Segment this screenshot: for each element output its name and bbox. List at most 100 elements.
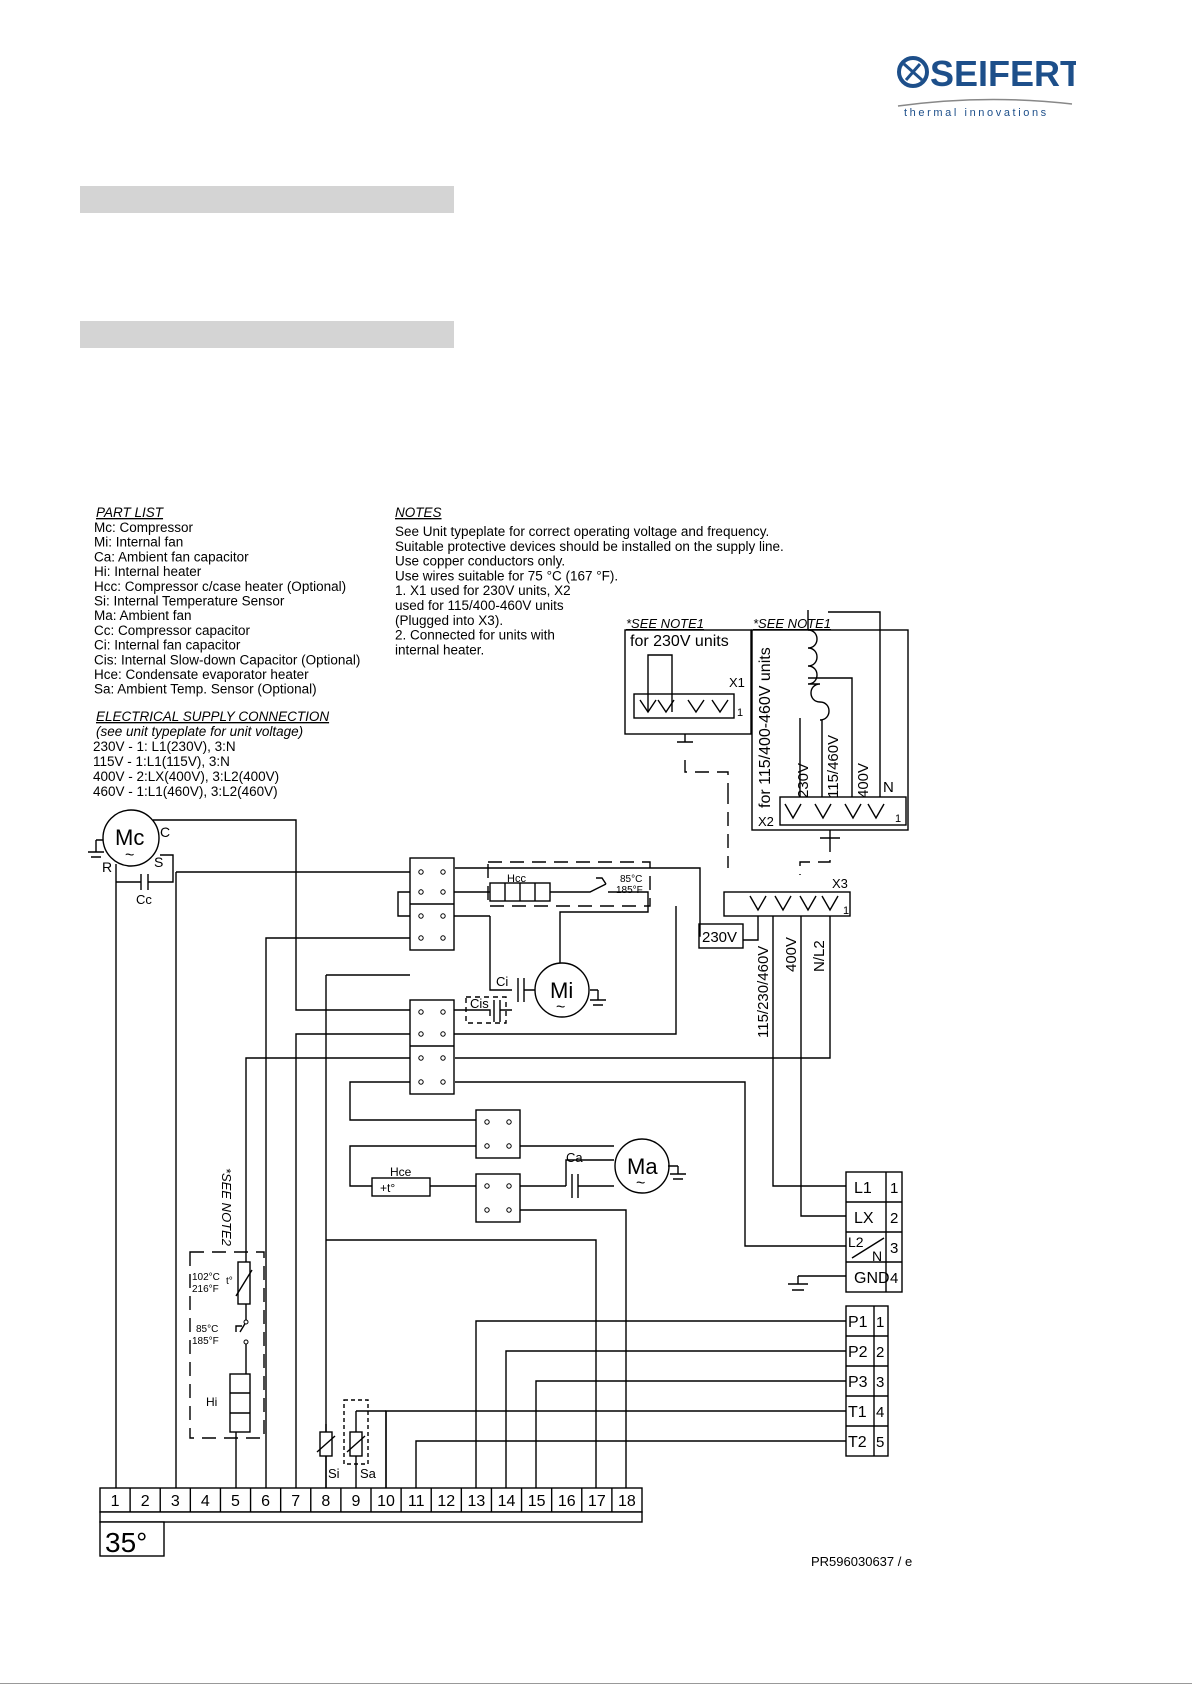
- x3-label: X3: [832, 876, 848, 891]
- signal-terminal-label: P3: [848, 1374, 868, 1391]
- heater-hcc: Hcc 85°C 185°F: [487, 861, 651, 907]
- notes-line: See Unit typeplate for correct operating…: [395, 524, 769, 539]
- terminal-strip-cell: 8: [321, 1493, 330, 1510]
- supply-terminal-num: 4: [890, 1270, 898, 1287]
- mi-tilde: ~: [556, 999, 565, 1016]
- seifert-logo-icon: SEIFERT thermal innovations: [897, 53, 1082, 119]
- part-list-item: Cc: Compressor capacitor: [94, 623, 251, 638]
- see-note1-b: *SEE NOTE1: [753, 616, 831, 631]
- supply-line: 115V - 1:L1(115V), 3:N: [93, 754, 230, 769]
- x2-pin: 1: [895, 813, 901, 825]
- x2-label-230v: 230V: [795, 763, 812, 798]
- supply-terminal-label: GND: [854, 1270, 890, 1287]
- signal-terminal-label: P2: [848, 1344, 868, 1361]
- notes: NOTES See Unit typeplate for correct ope…: [395, 505, 784, 657]
- terminal-strip-cell: 7: [291, 1493, 300, 1510]
- supply-terminal-num: 1: [890, 1180, 898, 1197]
- part-list-item: Cis: Internal Slow-down Capacitor (Optio…: [94, 652, 360, 667]
- hce-label: Hce: [390, 1165, 412, 1179]
- part-list-item: Hcc: Compressor c/case heater (Optional): [94, 579, 346, 594]
- strip-temp: 35°: [105, 1527, 147, 1558]
- see-note1-a: *SEE NOTE1: [626, 616, 704, 631]
- hi-t-sym: t°: [226, 1276, 233, 1287]
- supply-line: 400V - 2:LX(400V), 3:L2(400V): [93, 769, 279, 784]
- hcc-temp-f: 185°F: [616, 885, 643, 896]
- internal-heater-hi: *SEE NOTE2 t° 102°C 216°F 85°C 185°F Hi: [189, 1168, 265, 1439]
- supply-heading: ELECTRICAL SUPPLY CONNECTION: [96, 709, 329, 724]
- cis-label: Cis: [470, 996, 489, 1011]
- x3-label-400v: 400V: [783, 937, 800, 972]
- compressor-mc: Mc ~ C R S Cc: [102, 809, 170, 907]
- terminal-strip-cell: 2: [141, 1493, 150, 1510]
- supply-subheading: (see unit typeplate for unit voltage): [96, 724, 303, 739]
- relay-k3: [475, 1109, 521, 1223]
- supply-line: 460V - 1:L1(460V), 3:L2(460V): [93, 784, 278, 799]
- terminal-strip-cell: 1: [111, 1493, 120, 1510]
- internal-fan-mi: Mi ~ Ci Cis: [470, 962, 590, 1018]
- hcc-temp-c: 85°C: [620, 874, 642, 885]
- signal-terminal-num: 1: [876, 1314, 884, 1331]
- ci-label: Ci: [496, 974, 508, 989]
- hi-t2-f: 185°F: [192, 1336, 219, 1347]
- terminal-strip-cell: 12: [437, 1493, 455, 1510]
- x1-label: X1: [729, 675, 745, 690]
- x3-label-n-l2: N/L2: [811, 940, 828, 972]
- notes-line: Suitable protective devices should be in…: [395, 539, 784, 554]
- mc-tilde: ~: [125, 847, 134, 864]
- signal-terminal-label: T1: [848, 1404, 867, 1421]
- ma-tilde: ~: [636, 1175, 645, 1192]
- x1-pin: 1: [737, 707, 743, 719]
- seifert-logo: SEIFERT thermal innovations: [896, 50, 1082, 120]
- x3-pin: 1: [843, 905, 849, 917]
- part-list-item: Ma: Ambient fan: [94, 608, 192, 623]
- supply-line: 230V - 1: L1(230V), 3:N: [93, 739, 236, 754]
- doc-number: PR596030637 / e: [811, 1554, 912, 1569]
- notes-lines: See Unit typeplate for correct operating…: [395, 524, 784, 657]
- sa-label: Sa: [360, 1466, 377, 1481]
- hce-sym: +t°: [380, 1181, 395, 1195]
- brand-name: SEIFERT: [930, 53, 1076, 94]
- footer-rule: [0, 1683, 1192, 1684]
- supply-terminal-label: L2: [848, 1234, 864, 1250]
- terminal-strip-cell: 15: [528, 1493, 546, 1510]
- part-list-item: Hce: Condensate evaporator heater: [94, 667, 309, 682]
- ma-label: Ma: [627, 1154, 658, 1179]
- signal-terminal-num: 4: [876, 1404, 884, 1421]
- mc-r: R: [102, 859, 112, 875]
- relay-k2: [409, 999, 455, 1095]
- terminal-strip-cell: 13: [467, 1493, 485, 1510]
- supply-terminal-num: 3: [890, 1240, 898, 1257]
- part-list-item: Mc: Compressor: [94, 520, 194, 535]
- notes-line: Use copper conductors only.: [395, 554, 565, 569]
- terminal-strip-cell: 14: [498, 1493, 516, 1510]
- connector-x1: *SEE NOTE1 for 230V units X1 1: [624, 616, 752, 743]
- mi-label: Mi: [550, 978, 573, 1003]
- cc-label: Cc: [136, 892, 152, 907]
- part-list-item: Si: Internal Temperature Sensor: [94, 594, 285, 609]
- ambient-fan-ma: Ma ~ Ca: [566, 1138, 670, 1194]
- terminal-strip-cell: 3: [171, 1493, 180, 1510]
- notes-line: 2. Connected for units with: [395, 628, 555, 643]
- connector-x3: X3 1 115/230/460V 400V N/L2 230V: [698, 876, 851, 1038]
- x3-label-115-230-460v: 115/230/460V: [755, 946, 772, 1038]
- terminal-strip-cell: 4: [201, 1493, 210, 1510]
- mc-c: C: [160, 824, 170, 840]
- signal-terminal-num: 5: [876, 1434, 884, 1451]
- part-list-heading: PART LIST: [96, 505, 165, 520]
- section-bar-2: [80, 321, 454, 348]
- connector-x2: *SEE NOTE1 for 115/400-460V units 230V 1…: [751, 610, 909, 839]
- mc-s: S: [154, 854, 163, 870]
- terminal-strip-cell: 6: [261, 1493, 270, 1510]
- x2-label-115-460v: 115/460V: [825, 735, 842, 798]
- ca-label: Ca: [566, 1150, 583, 1165]
- terminal-strip-cell: 18: [618, 1493, 636, 1510]
- part-list-item: Mi: Internal fan: [94, 535, 183, 550]
- relay-k1: [409, 857, 455, 951]
- hi-t1-c: 102°C: [192, 1272, 220, 1283]
